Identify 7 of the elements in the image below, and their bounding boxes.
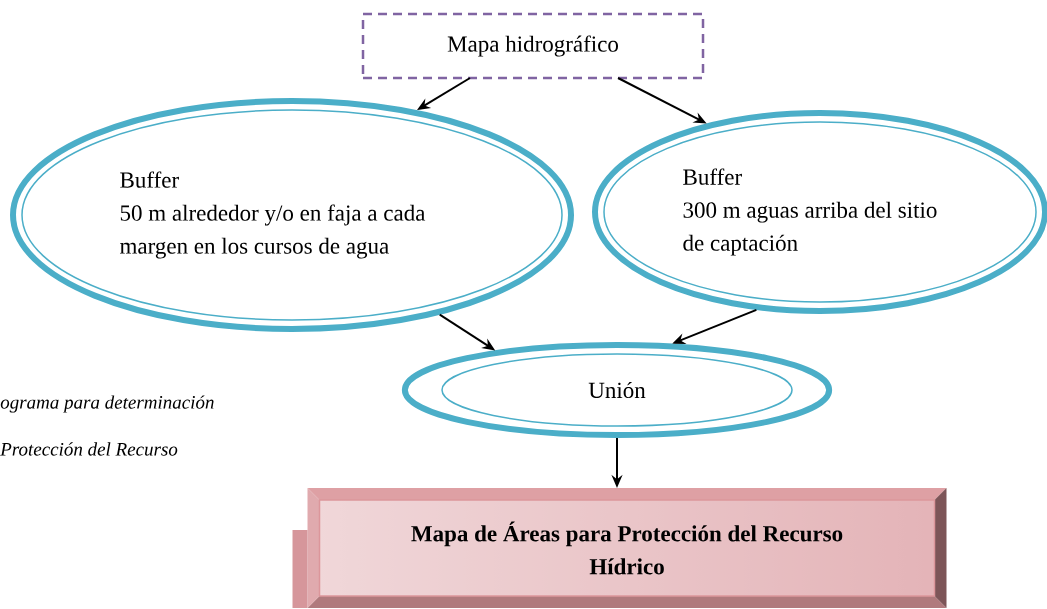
caption-text: ograma para determinación <box>0 395 214 413</box>
ellipse-node: Buffer 50 m alrededor y/o en faja a cada margen en los cursos de agua <box>10 98 574 332</box>
ellipse-node: Buffer 300 m aguas arriba del sitio de captación <box>592 110 1047 314</box>
dashed-box: Mapa hidrográfico <box>361 12 705 80</box>
bevel-box: Mapa de Áreas para Protección del Recurso Hídrico <box>292 488 947 608</box>
caption-text: Protección del Recurso <box>0 442 178 456</box>
ellipse-node: Unión <box>401 342 833 438</box>
